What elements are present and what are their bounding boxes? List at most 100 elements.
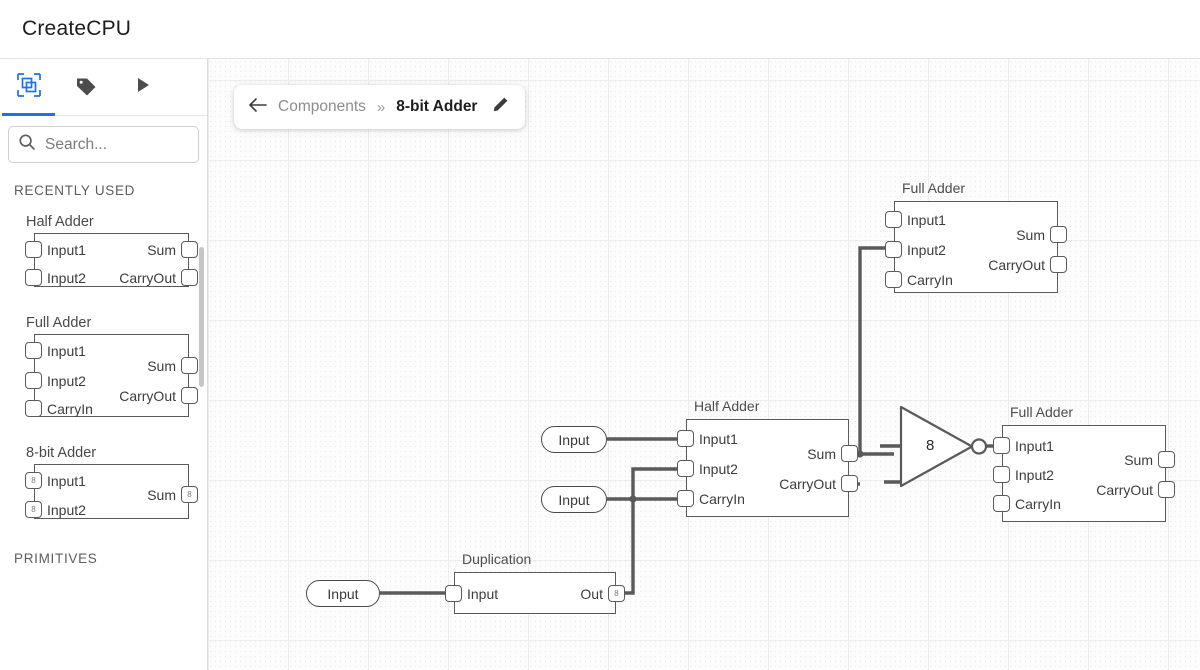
block-body	[686, 419, 849, 517]
pin-input[interactable]	[445, 585, 462, 602]
search-placeholder: Search...	[45, 135, 108, 153]
pin-input1[interactable]	[25, 342, 42, 359]
pin-label-sum: Sum	[807, 446, 836, 462]
input-pill-2[interactable]: Input	[541, 486, 607, 513]
arrow-left-icon[interactable]	[248, 97, 267, 118]
pin-label-sum: Sum	[147, 242, 176, 258]
palette-block-8-bit-adder: 8 Input1 8 Input2 8 Sum	[25, 464, 198, 519]
pin-label-carryout: CarryOut	[988, 257, 1045, 273]
pin-label-sum: Sum	[147, 358, 176, 374]
pin-label-carryout: CarryOut	[779, 476, 836, 492]
pin-label-carryout: CarryOut	[1096, 482, 1153, 498]
input-pill-label: Input	[558, 491, 590, 508]
block-body	[34, 233, 189, 287]
breadcrumb-current: 8-bit Adder	[396, 98, 478, 115]
palette-list[interactable]: RECENTLY USED Half Adder Input1 Input2 S…	[0, 165, 207, 670]
canvas-block-full-adder-bottom[interactable]: Full Adder Input1 Input2 CarryIn Sum Car…	[993, 404, 1175, 522]
pin-sum[interactable]	[1050, 226, 1067, 243]
palette-block-full-adder: Input1 Input2 CarryIn Sum CarryOut	[25, 334, 198, 417]
pin-sum[interactable]	[181, 357, 198, 374]
pin-label-carryout: CarryOut	[119, 270, 176, 286]
tab-components[interactable]	[0, 59, 57, 116]
palette-item-full-adder[interactable]: Full Adder Input1 Input2 CarryIn Sum Car…	[0, 287, 207, 417]
canvas-block-duplication[interactable]: Duplication Input 8 Out	[445, 551, 625, 614]
pin-input2[interactable]	[885, 241, 902, 258]
wire-junction	[629, 495, 637, 503]
input-pill-3[interactable]: Input	[306, 580, 380, 607]
page-title: CreateCPU	[22, 17, 132, 40]
section-recently-used: RECENTLY USED	[14, 183, 136, 198]
pin-carryout[interactable]	[181, 387, 198, 404]
pin-carryin[interactable]	[677, 490, 694, 507]
pin-out[interactable]: 8	[608, 585, 625, 602]
breadcrumb-separator: »	[376, 98, 386, 116]
breadcrumb: Components » 8-bit Adder	[234, 85, 526, 129]
input-pill-label: Input	[558, 431, 590, 448]
pin-input1[interactable]	[885, 211, 902, 228]
pin-label-sum: Sum	[1016, 227, 1045, 243]
canvas-block-full-adder-top[interactable]: Full Adder Input1 Input2 CarryIn Sum Car…	[885, 180, 1067, 293]
pin-input2[interactable]	[25, 372, 42, 389]
pencil-icon[interactable]	[492, 96, 509, 118]
pin-label-input2: Input2	[47, 373, 86, 389]
pin-label-carryin: CarryIn	[907, 272, 953, 288]
pin-sum[interactable]	[181, 241, 198, 258]
pin-carryin[interactable]	[993, 495, 1010, 512]
pin-carryout[interactable]	[841, 475, 858, 492]
pin-label-sum: Sum	[1124, 452, 1153, 468]
wire-layer	[380, 246, 1002, 595]
pin-input2[interactable]	[25, 269, 42, 286]
search-input[interactable]: Search...	[8, 126, 199, 163]
pin-input2[interactable]	[677, 460, 694, 477]
pin-label-input2: Input2	[699, 461, 738, 477]
block-title: Duplication	[462, 551, 532, 567]
block-body	[454, 572, 616, 614]
chip-icon	[16, 72, 42, 103]
pin-label-input2: Input2	[1015, 467, 1054, 483]
pin-input2[interactable]	[993, 466, 1010, 483]
palette-scrollbar[interactable]	[199, 247, 204, 387]
pin-sum[interactable]	[1158, 451, 1175, 468]
canvas-block-half-adder[interactable]: Half Adder Input1 Input2 CarryIn Sum Car…	[677, 398, 858, 517]
pin-label-carryin: CarryIn	[47, 401, 93, 417]
app-header: CreateCPU	[0, 0, 1200, 59]
pin-label-input1: Input1	[47, 242, 86, 258]
pin-sum[interactable]: 8	[181, 486, 198, 503]
block-body	[1002, 425, 1166, 522]
tab-tags[interactable]	[57, 59, 114, 115]
pin-label-input: Input	[467, 586, 499, 602]
pin-sum[interactable]	[841, 445, 858, 462]
pin-input2[interactable]: 8	[25, 501, 42, 518]
pin-carryin[interactable]	[885, 271, 902, 288]
pin-input1[interactable]	[993, 437, 1010, 454]
sidebar-tabs	[0, 59, 207, 116]
palette-item-8-bit-adder[interactable]: 8-bit Adder 8 Input1 8 Input2 8 Sum	[0, 417, 207, 519]
pin-label-input2: Input2	[907, 242, 946, 258]
schematic-canvas[interactable]: Components » 8-bit Adder Input Input Inp…	[208, 59, 1200, 670]
palette-block-half-adder: Input1 Input2 Sum CarryOut	[25, 233, 198, 287]
sidebar: Search... RECENTLY USED Half Adder Input…	[0, 59, 208, 670]
tab-run[interactable]	[114, 59, 171, 115]
block-title: Full Adder	[902, 180, 966, 196]
section-primitives: PRIMITIVES	[14, 551, 98, 566]
pin-label-input2: Input2	[47, 502, 86, 518]
breadcrumb-root[interactable]: Components	[278, 98, 366, 115]
search-area: Search...	[0, 116, 207, 163]
pin-carryout[interactable]	[1050, 256, 1067, 273]
palette-item-label: 8-bit Adder	[26, 445, 97, 461]
input-pill-label: Input	[327, 585, 359, 602]
pin-carryin[interactable]	[25, 400, 42, 417]
search-icon	[18, 133, 36, 156]
not-gate[interactable]: 8	[896, 404, 991, 489]
pin-input1[interactable]: 8	[25, 472, 42, 489]
pin-input1[interactable]	[25, 241, 42, 258]
pin-input1[interactable]	[677, 430, 694, 447]
input-pill-1[interactable]: Input	[541, 426, 607, 453]
block-body	[34, 464, 189, 519]
block-title: Half Adder	[694, 398, 760, 414]
palette-item-half-adder[interactable]: Half Adder Input1 Input2 Sum CarryOut	[0, 198, 207, 287]
pin-carryout[interactable]	[181, 269, 198, 286]
pin-label-carryin: CarryIn	[1015, 496, 1061, 512]
pin-carryout[interactable]	[1158, 481, 1175, 498]
tag-icon	[73, 72, 99, 103]
